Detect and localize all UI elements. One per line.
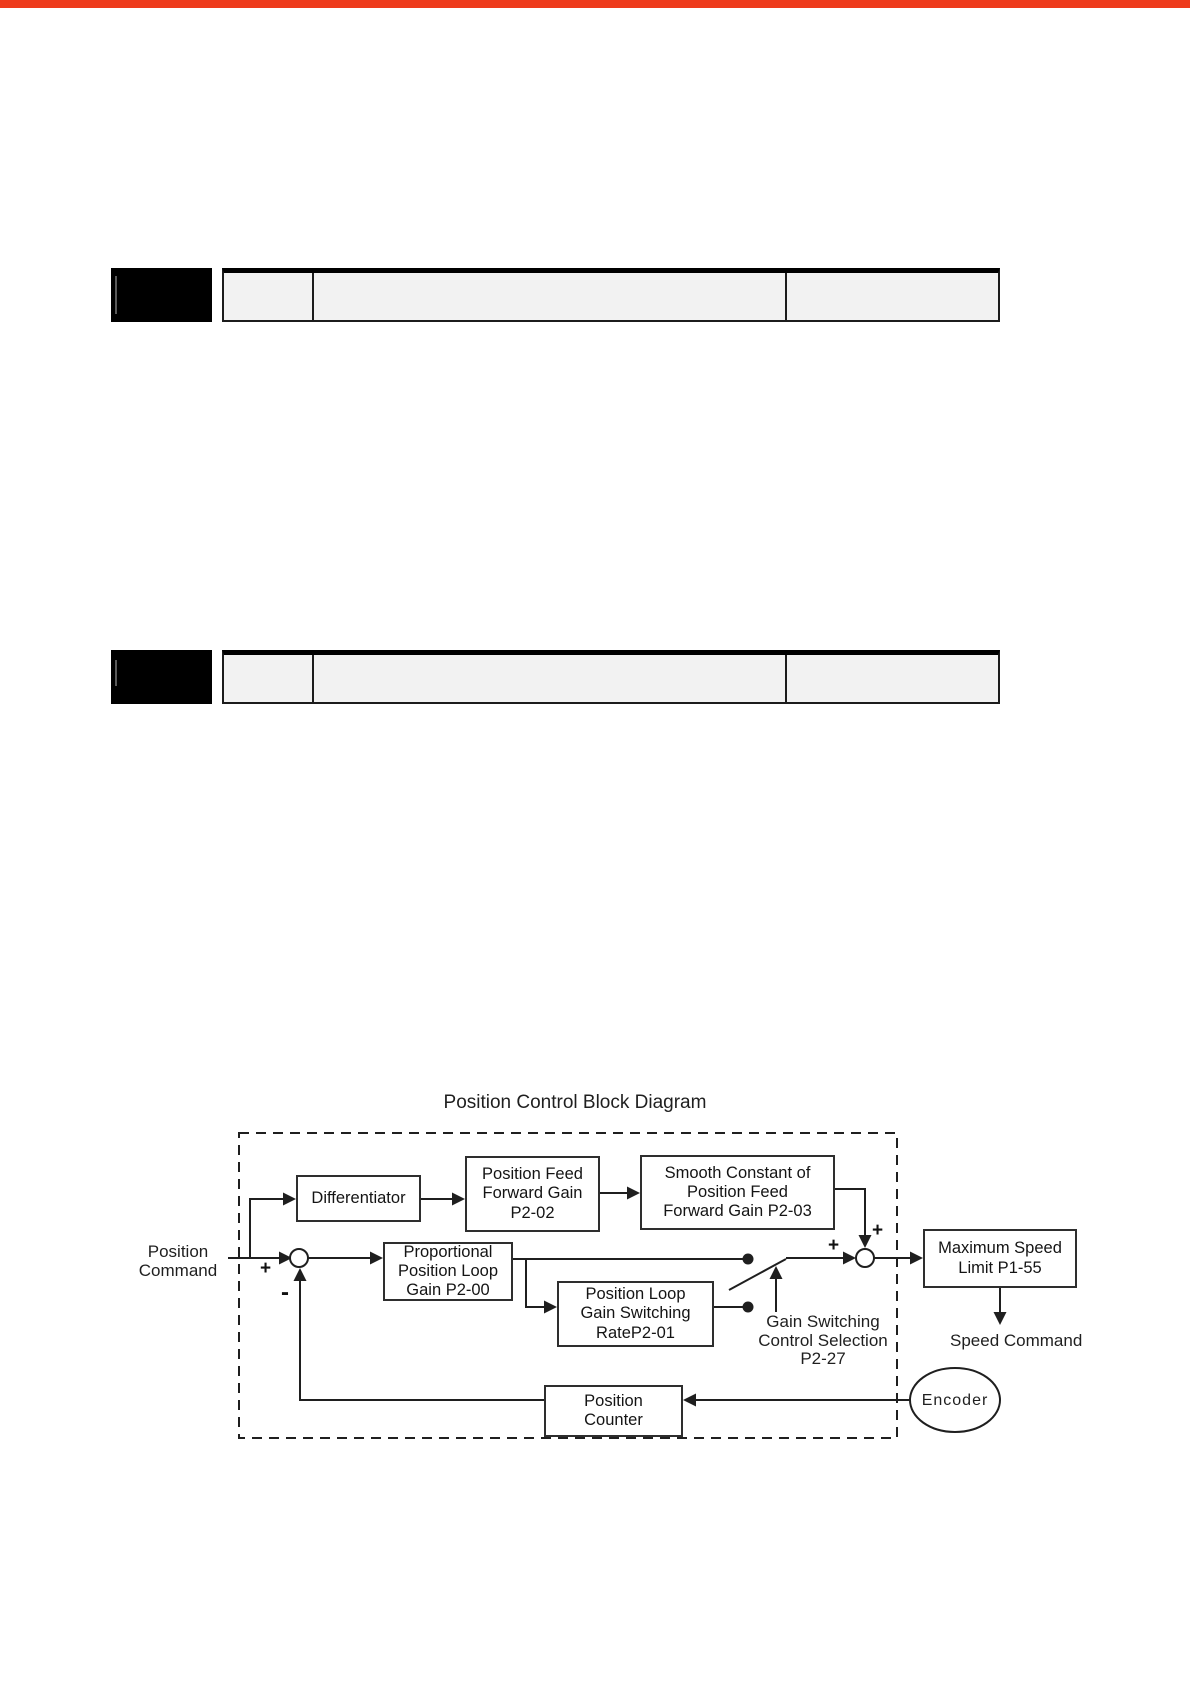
arrow-into-maxspeed	[910, 1251, 923, 1265]
page-top-accent-bar	[0, 0, 1190, 8]
arrow-into-proportional	[370, 1251, 383, 1265]
arrow-p227-to-switch	[769, 1266, 783, 1279]
summing-junction-1	[289, 1248, 309, 1268]
arrow-into-sum2-top	[858, 1235, 872, 1248]
block-position-feed-forward-gain: Position Feed Forward Gain P2-02	[465, 1156, 600, 1232]
block-label: Position Feed	[482, 1165, 583, 1184]
table-cell	[314, 273, 787, 320]
block-label: Proportional	[403, 1242, 493, 1261]
label-line: P2-27	[800, 1349, 846, 1369]
encoder-label: Encoder	[921, 1392, 989, 1409]
arrow-into-sum1	[279, 1251, 292, 1265]
speed-command-label: Speed Command	[950, 1331, 1083, 1350]
block-label: Position	[584, 1391, 643, 1410]
block-label: Position Loop	[585, 1285, 686, 1304]
line-branch-to-differentiator	[249, 1198, 285, 1258]
scan-artifact-line	[115, 660, 117, 686]
block-maximum-speed-limit: Maximum Speed Limit P1-55	[923, 1229, 1077, 1288]
block-proportional-position-loop-gain: Proportional Position Loop Gain P2-00	[383, 1242, 513, 1301]
table-cell	[314, 655, 787, 702]
arrow-into-rate	[544, 1300, 557, 1314]
sum1-minus-sign: -	[281, 1279, 289, 1306]
arrow-to-speed-command	[993, 1312, 1007, 1325]
arrow-into-differentiator	[283, 1192, 296, 1206]
table-cell	[224, 655, 314, 702]
line-branch-to-rate	[525, 1259, 546, 1308]
label-line: Control Selection	[758, 1330, 888, 1350]
block-label: RateP2-01	[596, 1323, 675, 1342]
section-black-tag-1	[111, 268, 212, 322]
block-label: Smooth Constant of	[664, 1163, 811, 1182]
section-black-tag-2	[111, 650, 212, 704]
block-label: Position Feed	[687, 1182, 788, 1201]
arrow-into-smooth	[627, 1186, 640, 1200]
arrowheads	[279, 1186, 1007, 1407]
block-label: Limit P1-55	[958, 1258, 1042, 1277]
label-line: Position	[147, 1242, 209, 1261]
block-label: Maximum Speed	[938, 1239, 1062, 1258]
arrow-into-sum2-left	[843, 1251, 856, 1265]
dashed-boundary-box	[238, 1132, 898, 1439]
block-label: Position Loop	[398, 1261, 498, 1280]
block-label: Counter	[584, 1411, 643, 1429]
block-label: Gain Switching	[580, 1304, 691, 1323]
block-label: Differentiator	[311, 1188, 406, 1207]
block-label: Forward Gain	[482, 1184, 583, 1203]
gain-switching-selection-label: Gain Switching Control Selection P2-27	[723, 1312, 923, 1369]
position-command-label: Position Command	[118, 1242, 238, 1280]
block-smooth-constant: Smooth Constant of Position Feed Forward…	[640, 1155, 835, 1230]
sum2-plus-left-sign: +	[828, 1235, 840, 1256]
switch-contact-lower	[742, 1301, 754, 1313]
diagram-title: Position Control Block Diagram	[443, 1092, 707, 1113]
switch-arm	[728, 1258, 787, 1291]
block-differentiator: Differentiator	[296, 1175, 421, 1222]
table-cell	[224, 273, 314, 320]
block-label: P2-02	[510, 1203, 555, 1222]
block-position-counter: Position Counter	[544, 1385, 683, 1437]
block-label: Forward Gain P2-03	[663, 1202, 812, 1221]
line-smooth-to-sum2	[835, 1188, 866, 1236]
encoder-ellipse	[909, 1367, 1001, 1433]
section-header-table-1	[222, 268, 1000, 322]
switch-contact-upper	[742, 1253, 754, 1265]
sum1-plus-sign: +	[260, 1258, 272, 1279]
block-label: Gain P2-00	[406, 1281, 490, 1300]
summing-junction-2	[855, 1248, 875, 1268]
block-position-loop-gain-switching-rate: Position Loop Gain Switching RateP2-01	[557, 1281, 714, 1347]
arrow-into-pff	[452, 1192, 465, 1206]
section-header-table-2	[222, 650, 1000, 704]
sum2-plus-top-sign: +	[872, 1220, 884, 1241]
arrow-into-sum1-bottom	[293, 1268, 307, 1281]
arrow-into-counter	[683, 1393, 696, 1407]
scan-artifact-line	[115, 276, 117, 314]
label-line: Command	[138, 1260, 218, 1280]
line-feedback	[299, 1279, 544, 1401]
label-line: Gain Switching	[766, 1312, 880, 1331]
